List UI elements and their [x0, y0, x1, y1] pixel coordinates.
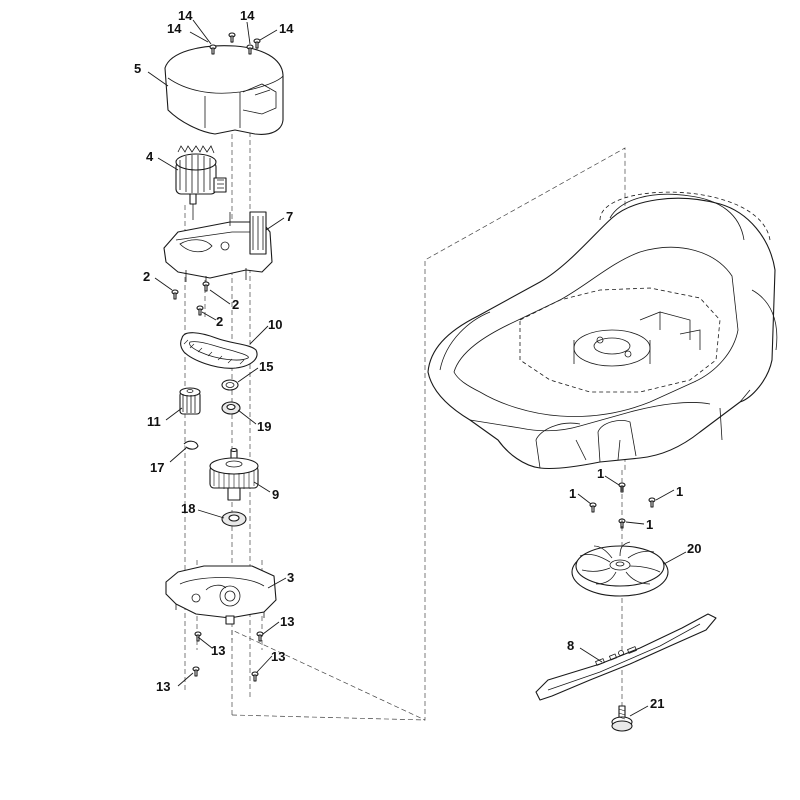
- screw-13: [194, 631, 202, 642]
- callout-4: 4: [146, 149, 154, 164]
- blade-bolt: [611, 705, 633, 732]
- screw-13-group: [192, 631, 264, 682]
- callout-14: 14: [240, 8, 255, 23]
- screw-14: [246, 44, 254, 55]
- motor-housing-plate: [163, 211, 273, 286]
- screw-13: [251, 671, 259, 682]
- bottom-plate: [165, 565, 277, 625]
- bearing-18: [221, 511, 247, 527]
- callout-11: 11: [147, 414, 161, 429]
- callout-3: 3: [287, 570, 294, 585]
- callout-1: 1: [597, 466, 604, 481]
- callout-13: 13: [280, 614, 294, 629]
- callout-2: 2: [232, 297, 239, 312]
- callout-1: 1: [569, 486, 576, 501]
- large-pulley: [209, 447, 259, 501]
- callout-8: 8: [567, 638, 574, 653]
- screw-14: [209, 44, 217, 55]
- screw-1: [648, 497, 656, 508]
- bearing-19: [221, 401, 241, 415]
- screw-2: [171, 289, 179, 300]
- callout-9: 9: [272, 487, 279, 502]
- callout-1: 1: [676, 484, 683, 499]
- cutting-blade: [535, 613, 717, 701]
- screw-1: [589, 502, 597, 513]
- callout-14: 14: [279, 21, 294, 36]
- callout-17: 17: [150, 460, 164, 475]
- screw-2-group: [171, 281, 210, 316]
- leader-lines: [147, 19, 687, 717]
- callout-18: 18: [181, 501, 195, 516]
- fan-impeller: [571, 541, 669, 597]
- callout-2: 2: [216, 314, 223, 329]
- callout-5: 5: [134, 61, 141, 76]
- callout-20: 20: [687, 541, 701, 556]
- screw-2: [196, 305, 204, 316]
- callout-15: 15: [259, 359, 273, 374]
- callout-7: 7: [286, 209, 293, 224]
- callout-13: 13: [156, 679, 170, 694]
- callout-14: 14: [167, 21, 182, 36]
- washer-15: [221, 379, 239, 391]
- circlip-17: [183, 440, 199, 450]
- toothed-belt: [180, 332, 258, 369]
- small-pulley: [179, 387, 201, 415]
- screw-2: [202, 281, 210, 292]
- mower-deck: [427, 191, 778, 470]
- callout-labels: 14 14 14 14 5 4 7 2 2 2 10 15 11 19 17 9…: [134, 8, 701, 711]
- callout-14: 14: [178, 8, 193, 23]
- callout-13: 13: [271, 649, 285, 664]
- electric-motor: [175, 145, 227, 220]
- callout-13: 13: [211, 643, 225, 658]
- screw-13: [192, 666, 200, 677]
- motor-cover: [164, 45, 284, 135]
- screw-14: [253, 38, 261, 49]
- callout-21: 21: [650, 696, 664, 711]
- callout-1: 1: [646, 517, 653, 532]
- callout-19: 19: [257, 419, 271, 434]
- callout-2: 2: [143, 269, 150, 284]
- callout-10: 10: [268, 317, 282, 332]
- screw-14-group: [209, 32, 261, 55]
- screw-14: [228, 32, 236, 43]
